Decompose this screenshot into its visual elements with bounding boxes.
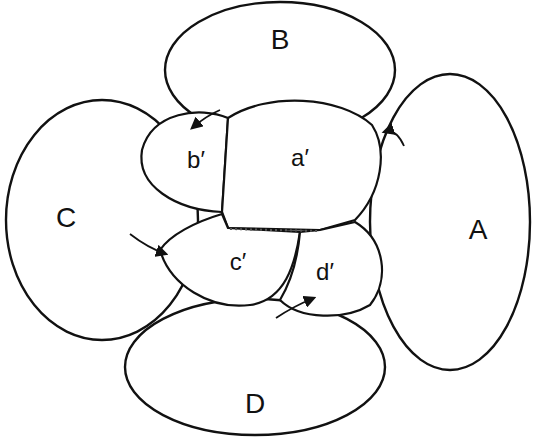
cell-label: d′ bbox=[316, 260, 334, 284]
rotation-arrow bbox=[130, 234, 166, 254]
cell-outline bbox=[370, 74, 530, 370]
polar-furrow bbox=[230, 229, 318, 231]
cell-membrane bbox=[280, 222, 382, 316]
cell-label: D bbox=[245, 390, 265, 418]
cell-membrane bbox=[160, 214, 300, 306]
cell-label: c′ bbox=[230, 250, 247, 274]
rotation-arrow bbox=[384, 131, 404, 146]
micromere: d′ bbox=[275, 218, 390, 320]
micromere: b′ bbox=[130, 100, 230, 220]
cell-label: C bbox=[56, 204, 76, 232]
cell-label: A bbox=[469, 216, 488, 244]
rotation-arrow bbox=[276, 298, 314, 318]
rotation-arrow bbox=[192, 110, 220, 128]
cell-label: B bbox=[271, 26, 290, 54]
macromere: A bbox=[370, 74, 530, 370]
cell-outline bbox=[130, 100, 230, 220]
cell-membrane bbox=[141, 112, 228, 212]
cell-membrane bbox=[125, 299, 385, 435]
cell-label: b′ bbox=[187, 148, 205, 172]
micromere: a′ bbox=[215, 88, 390, 233]
macromere: D bbox=[125, 299, 385, 435]
cell-label: a′ bbox=[291, 146, 309, 170]
cell-membrane bbox=[222, 101, 381, 230]
cell-membrane bbox=[370, 74, 530, 370]
